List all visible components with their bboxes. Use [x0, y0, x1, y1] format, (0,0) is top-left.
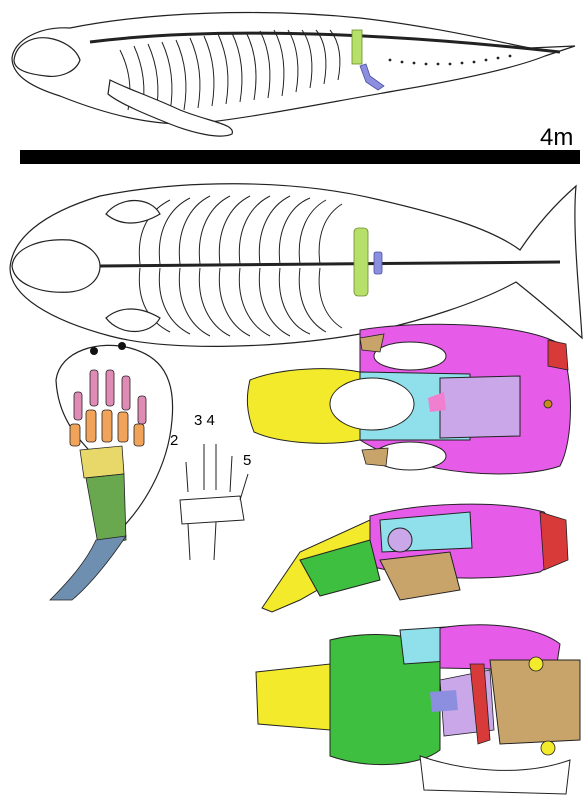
- skull-ventral-yellow-condyle-1: [528, 656, 544, 672]
- dorsal-body-outline: [9, 183, 583, 347]
- digit-label-5: 5: [243, 452, 252, 469]
- skull-lateral-orbit: [387, 527, 413, 553]
- skull-dorsal-parietal: [439, 375, 521, 439]
- dorsal-right-scapula: [105, 308, 161, 332]
- dorsal-skull: [11, 239, 101, 293]
- dorsal-blue-vertebra: [373, 251, 383, 275]
- skull-ventral-blue-vomer: [430, 690, 458, 712]
- skull-dorsal-occipital: [547, 339, 569, 371]
- skull-dorsal-brown-right: [361, 447, 389, 467]
- skull-lateral-maxilla: [299, 539, 381, 597]
- scale-bar: [20, 150, 580, 164]
- flipper-outline: [55, 344, 174, 532]
- dorsal-green-vertebra: [353, 227, 369, 297]
- digit-label-2: 2: [170, 432, 179, 449]
- skull-lateral-view: [261, 503, 569, 613]
- skull-ventral-magenta: [439, 624, 561, 671]
- lateral-body-outline: [11, 11, 576, 125]
- dorsal-skeleton: [9, 183, 583, 347]
- skull-dorsal-brown-left: [359, 333, 385, 353]
- lateral-skeleton: [11, 11, 576, 137]
- lateral-skull: [13, 37, 81, 77]
- flipper-phalanges: [73, 369, 147, 425]
- lateral-green-vertebra: [351, 29, 363, 65]
- skull-ventral-white-lower: [419, 755, 571, 795]
- scale-bar-label: 4m: [540, 124, 574, 151]
- skull-dorsal-left-orbit: [373, 341, 447, 371]
- flipper-nail-1: [90, 347, 98, 355]
- hand-sketch: [179, 444, 249, 561]
- flipper-humerus: [49, 535, 127, 601]
- digit-label-3-4: 3 4: [194, 412, 215, 429]
- skull-dorsal-nasal-opening: [329, 377, 415, 431]
- skull-dorsal-snout: [246, 368, 361, 444]
- lateral-spine: [89, 31, 561, 54]
- dorsal-ribs: [138, 195, 343, 337]
- skull-ventral-view: [255, 624, 581, 795]
- skull-ventral-premaxilla: [255, 663, 331, 731]
- flipper-illustration: [49, 342, 174, 601]
- dorsal-spine: [99, 260, 561, 268]
- lateral-blue-chevron: [359, 63, 385, 91]
- skull-ventral-yellow-condyle-2: [540, 740, 556, 756]
- skull-dorsal-pink-patch: [428, 392, 446, 412]
- lateral-caudal-vertebrae: [388, 54, 512, 66]
- lateral-forelimb: [107, 79, 233, 137]
- lateral-ribs: [119, 29, 341, 113]
- skull-ventral-red-pterygoid: [469, 663, 491, 745]
- flipper-nail-2: [118, 342, 126, 350]
- dorsal-left-scapula: [105, 200, 161, 224]
- flipper-metacarpals: [69, 409, 145, 447]
- skull-dorsal-foramen: [543, 399, 553, 409]
- skull-ventral-maxilla: [329, 634, 441, 765]
- skull-lateral-zygomatic: [379, 551, 461, 601]
- skull-dorsal-view: [246, 323, 571, 475]
- flipper-forearm: [85, 473, 127, 545]
- flipper-carpals: [79, 445, 125, 479]
- skull-lateral-occipital: [539, 511, 569, 571]
- skull-ventral-basicranium: [489, 659, 581, 745]
